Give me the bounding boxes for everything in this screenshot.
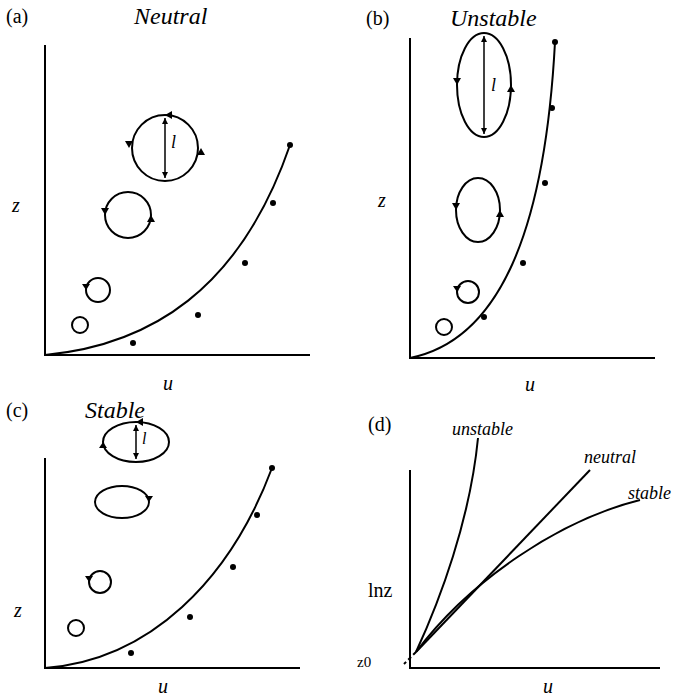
panel-title: Unstable	[450, 6, 537, 30]
panel-letter: (b)	[366, 8, 389, 28]
axis-label: z	[378, 190, 386, 210]
length-scale: l	[171, 133, 176, 151]
panel-letter: (d)	[368, 414, 391, 434]
curve-label: neutral	[584, 448, 636, 466]
panel-title: Neutral	[134, 4, 207, 28]
axis-label: u	[158, 676, 168, 696]
panel-letter: (a)	[6, 6, 28, 26]
axis-label: z0	[357, 655, 371, 670]
axis-label: u	[163, 373, 173, 393]
axis-label: z	[14, 600, 22, 620]
length-scale: l	[142, 431, 146, 447]
curve-label: stable	[628, 484, 671, 502]
axis-label: u	[543, 676, 553, 696]
axis-label: lnz	[368, 580, 392, 600]
axis-label: z	[12, 195, 20, 215]
panel-title: Stable	[85, 398, 145, 422]
length-scale: l	[491, 76, 496, 94]
curve-label: unstable	[452, 420, 513, 438]
axis-label: u	[525, 374, 535, 394]
panel-letter: (c)	[6, 400, 28, 420]
